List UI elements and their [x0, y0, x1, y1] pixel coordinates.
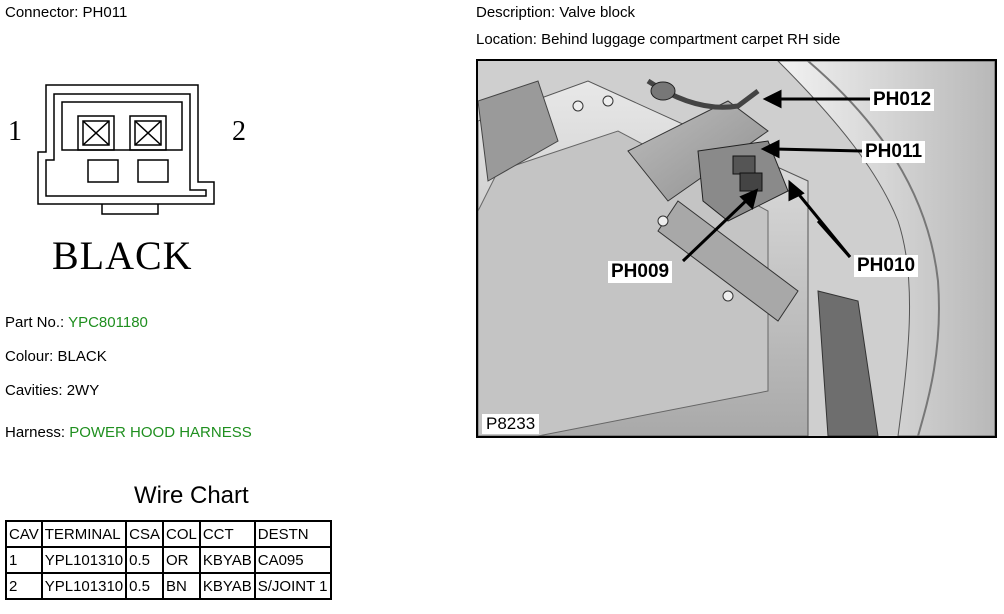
cell-csa: 0.5: [125, 546, 164, 574]
cell-cav: 2: [5, 572, 43, 600]
location-label: Location:: [476, 31, 537, 48]
callout-ph010: PH010: [854, 255, 919, 277]
col-header-cav: CAV: [5, 520, 43, 548]
pin-number-1: 1: [8, 116, 22, 147]
location-value: Behind luggage compartment carpet RH sid…: [541, 31, 841, 48]
cell-destn: S/JOINT 1: [253, 572, 332, 600]
wire-chart-header-row: CAV TERMINAL CSA COL CCT DESTN: [5, 520, 332, 548]
col-header-col: COL: [161, 520, 201, 548]
cavities-value: 2WY: [66, 382, 100, 399]
cell-terminal: YPL101310: [40, 546, 128, 574]
connector-color-word: BLACK: [52, 233, 193, 278]
callout-ph012: PH012: [870, 89, 935, 111]
colour-value: BLACK: [57, 348, 107, 365]
cavities-line: Cavities: 2WY: [5, 382, 99, 399]
latch-slot-2: [137, 159, 169, 183]
connector-face-diagram: [37, 84, 215, 215]
callout-ph009: PH009: [608, 261, 673, 283]
part-no-line: Part No.: YPC801180: [5, 314, 148, 331]
colour-line: Colour: BLACK: [5, 348, 107, 365]
cell-destn: CA095: [253, 546, 332, 574]
cell-col: BN: [161, 572, 201, 600]
harness-label: Harness:: [5, 424, 66, 441]
location-line: Location: Behind luggage compartment car…: [476, 31, 840, 48]
connector-inner-outline: [45, 93, 207, 197]
callout-ph011: PH011: [862, 141, 926, 163]
harness-link[interactable]: POWER HOOD HARNESS: [69, 424, 252, 441]
col-header-csa: CSA: [125, 520, 164, 548]
cell-csa: 0.5: [125, 572, 164, 600]
connector-outline: [37, 84, 215, 205]
colour-label: Colour:: [5, 348, 54, 365]
connector-label: Connector:: [5, 4, 79, 21]
terminal-2-box: [129, 115, 167, 151]
connector-value: PH011: [82, 4, 128, 21]
photo-illustration: [478, 61, 995, 436]
description-line: Description: Valve block: [476, 4, 635, 21]
table-row: 1 YPL101310 0.5 OR KBYAB CA095: [5, 546, 332, 574]
harness-line: Harness: POWER HOOD HARNESS: [5, 424, 252, 441]
location-photo: PH012 PH011 PH009 PH010 P8233: [476, 59, 997, 438]
cell-cav: 1: [5, 546, 43, 574]
wire-chart-title: Wire Chart: [134, 482, 249, 509]
description-value: Valve block: [559, 4, 635, 21]
cell-cct: KBYAB: [198, 572, 256, 600]
part-no-label: Part No.:: [5, 314, 65, 331]
connector-line: Connector: PH011: [5, 4, 127, 21]
photo-ref-code: P8233: [482, 414, 540, 434]
connector-pin-housing: [61, 101, 183, 151]
cavities-label: Cavities:: [5, 382, 63, 399]
connector-tab: [101, 204, 159, 215]
cell-cct: KBYAB: [198, 546, 256, 574]
wire-chart-table: CAV TERMINAL CSA COL CCT DESTN 1 YPL1013…: [5, 520, 332, 600]
terminal-1-box: [77, 115, 115, 151]
col-header-terminal: TERMINAL: [40, 520, 128, 548]
pin-number-2: 2: [232, 116, 246, 147]
col-header-destn: DESTN: [253, 520, 332, 548]
table-row: 2 YPL101310 0.5 BN KBYAB S/JOINT 1: [5, 572, 332, 600]
col-header-cct: CCT: [198, 520, 256, 548]
part-no-link[interactable]: YPC801180: [68, 314, 148, 331]
latch-slot-1: [87, 159, 119, 183]
cell-col: OR: [161, 546, 201, 574]
cell-terminal: YPL101310: [40, 572, 128, 600]
description-label: Description:: [476, 4, 556, 21]
